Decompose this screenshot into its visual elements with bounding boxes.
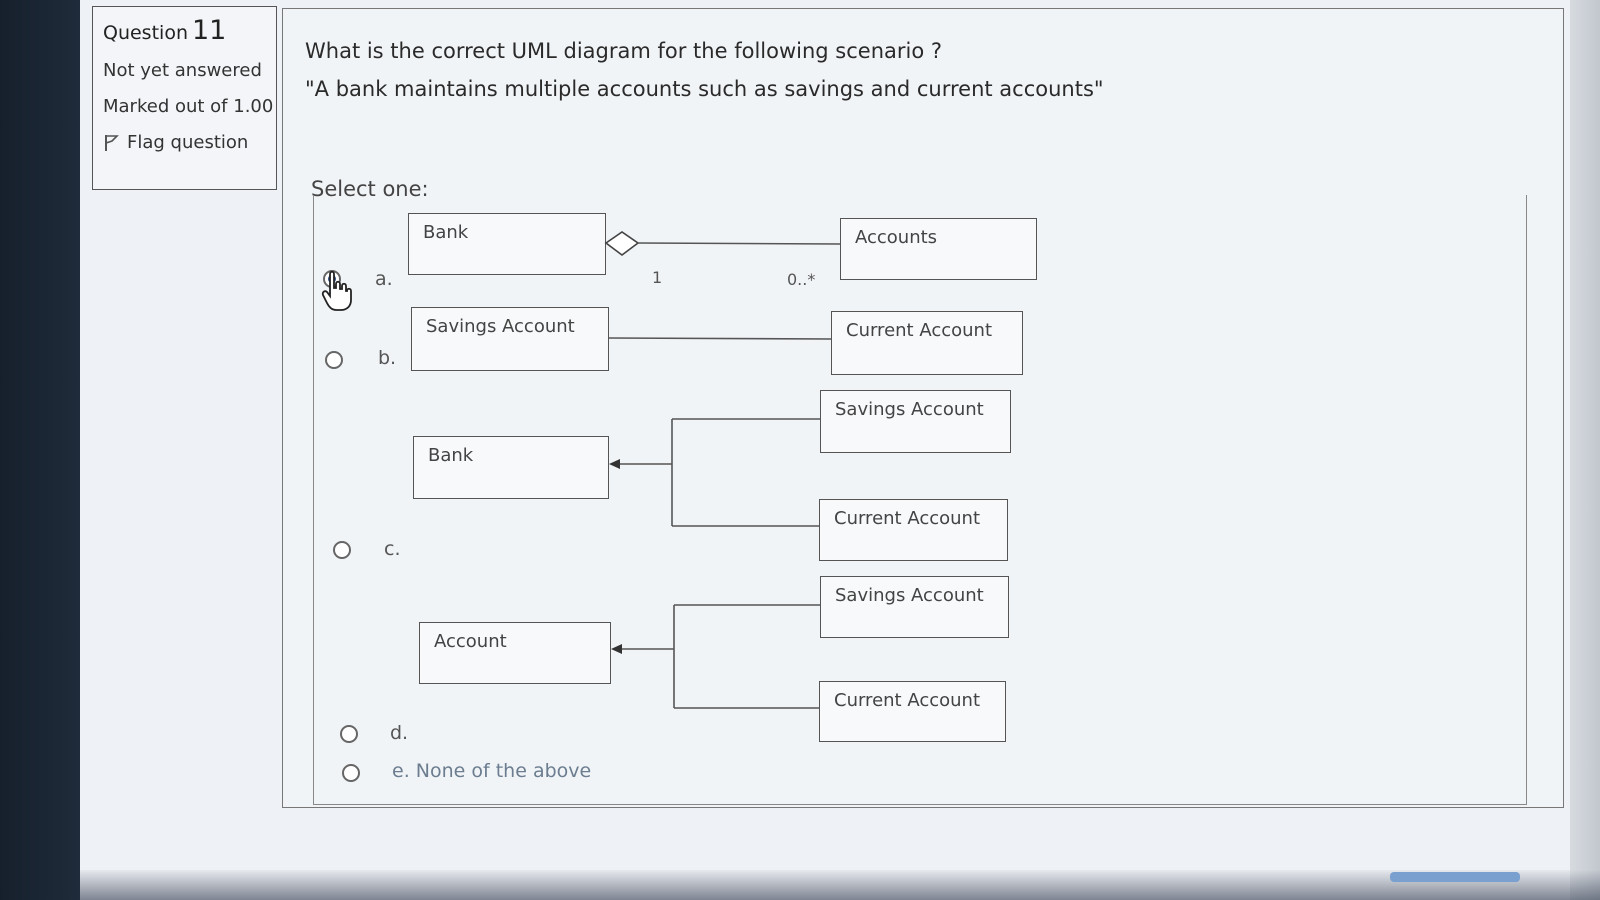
hand-cursor-icon <box>321 270 352 311</box>
diagram-a-accounts-box: Accounts <box>840 218 1037 280</box>
marked-out-of: Marked out of 1.00 <box>103 96 274 117</box>
screen-bezel-left <box>0 0 80 900</box>
horizontal-scrollbar[interactable] <box>1390 872 1520 882</box>
option-d-label[interactable]: d. <box>390 722 409 744</box>
question-prompt: What is the correct UML diagram for the … <box>305 39 943 63</box>
flag-question-link[interactable]: Flag question <box>103 132 276 153</box>
question-number-value: 11 <box>191 15 227 46</box>
diagram-a-left-multiplicity: 1 <box>652 268 663 287</box>
option-b-label[interactable]: b. <box>378 347 397 369</box>
flag-icon <box>105 134 119 151</box>
answer-status: Not yet answered <box>103 60 262 81</box>
question-label: Question <box>103 22 188 44</box>
flag-question-label: Flag question <box>127 132 249 153</box>
screen-bottom-shadow <box>80 870 1600 900</box>
option-b-radio[interactable] <box>325 351 343 369</box>
diagram-b-savings-box: Savings Account <box>411 307 609 371</box>
option-a-label[interactable]: a. <box>375 268 393 290</box>
question-scenario: "A bank maintains multiple accounts such… <box>305 77 1104 101</box>
screen-bezel-right <box>1570 0 1600 900</box>
diagram-a-right-multiplicity: 0..* <box>787 270 816 289</box>
option-e-radio[interactable] <box>342 764 360 782</box>
option-c-label[interactable]: c. <box>384 538 401 560</box>
diagram-a-bank-box: Bank <box>408 213 606 275</box>
diagram-d-savings-box: Savings Account <box>820 576 1009 638</box>
select-one-label: Select one: <box>311 177 429 201</box>
option-c-radio[interactable] <box>333 541 351 559</box>
diagram-c-bank-box: Bank <box>413 436 609 499</box>
diagram-d-account-box: Account <box>419 622 611 684</box>
diagram-d-current-box: Current Account <box>819 681 1006 742</box>
diagram-b-current-box: Current Account <box>831 311 1023 375</box>
option-e-label[interactable]: e. None of the above <box>392 760 592 782</box>
diagram-c-savings-box: Savings Account <box>820 390 1011 453</box>
answer-options-frame <box>313 195 1527 805</box>
diagram-c-current-box: Current Account <box>819 499 1008 561</box>
option-d-radio[interactable] <box>340 725 358 743</box>
